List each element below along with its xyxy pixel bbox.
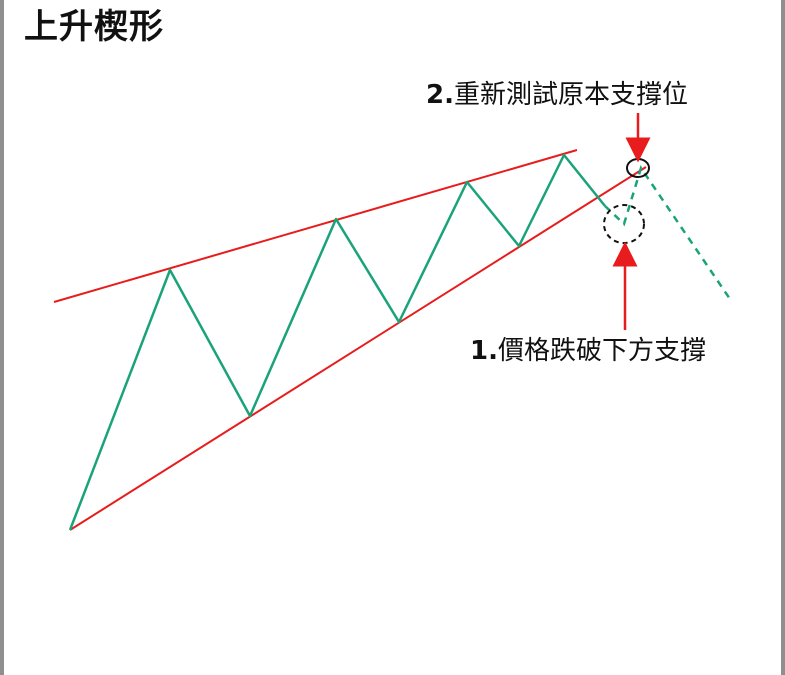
- page-title: 上升楔形: [24, 7, 164, 47]
- price-path: [68, 153, 606, 531]
- lower-support-line: [69, 166, 647, 531]
- breakdown-annotation-text: 價格跌破下方支撐: [497, 336, 706, 366]
- breakdown-annotation: 1.價格跌破下方支撐: [470, 338, 706, 364]
- upper-resistance-line: [53, 149, 578, 303]
- rising-wedge-diagram: [53, 113, 734, 531]
- retest-annotation-number: 2.: [426, 80, 454, 110]
- projected-breakdown-path: [604, 165, 734, 303]
- retest-annotation: 2.重新測試原本支撐位: [426, 82, 688, 108]
- retest-annotation-text: 重新測試原本支撐位: [453, 80, 688, 110]
- breakdown-annotation-number: 1.: [470, 336, 498, 366]
